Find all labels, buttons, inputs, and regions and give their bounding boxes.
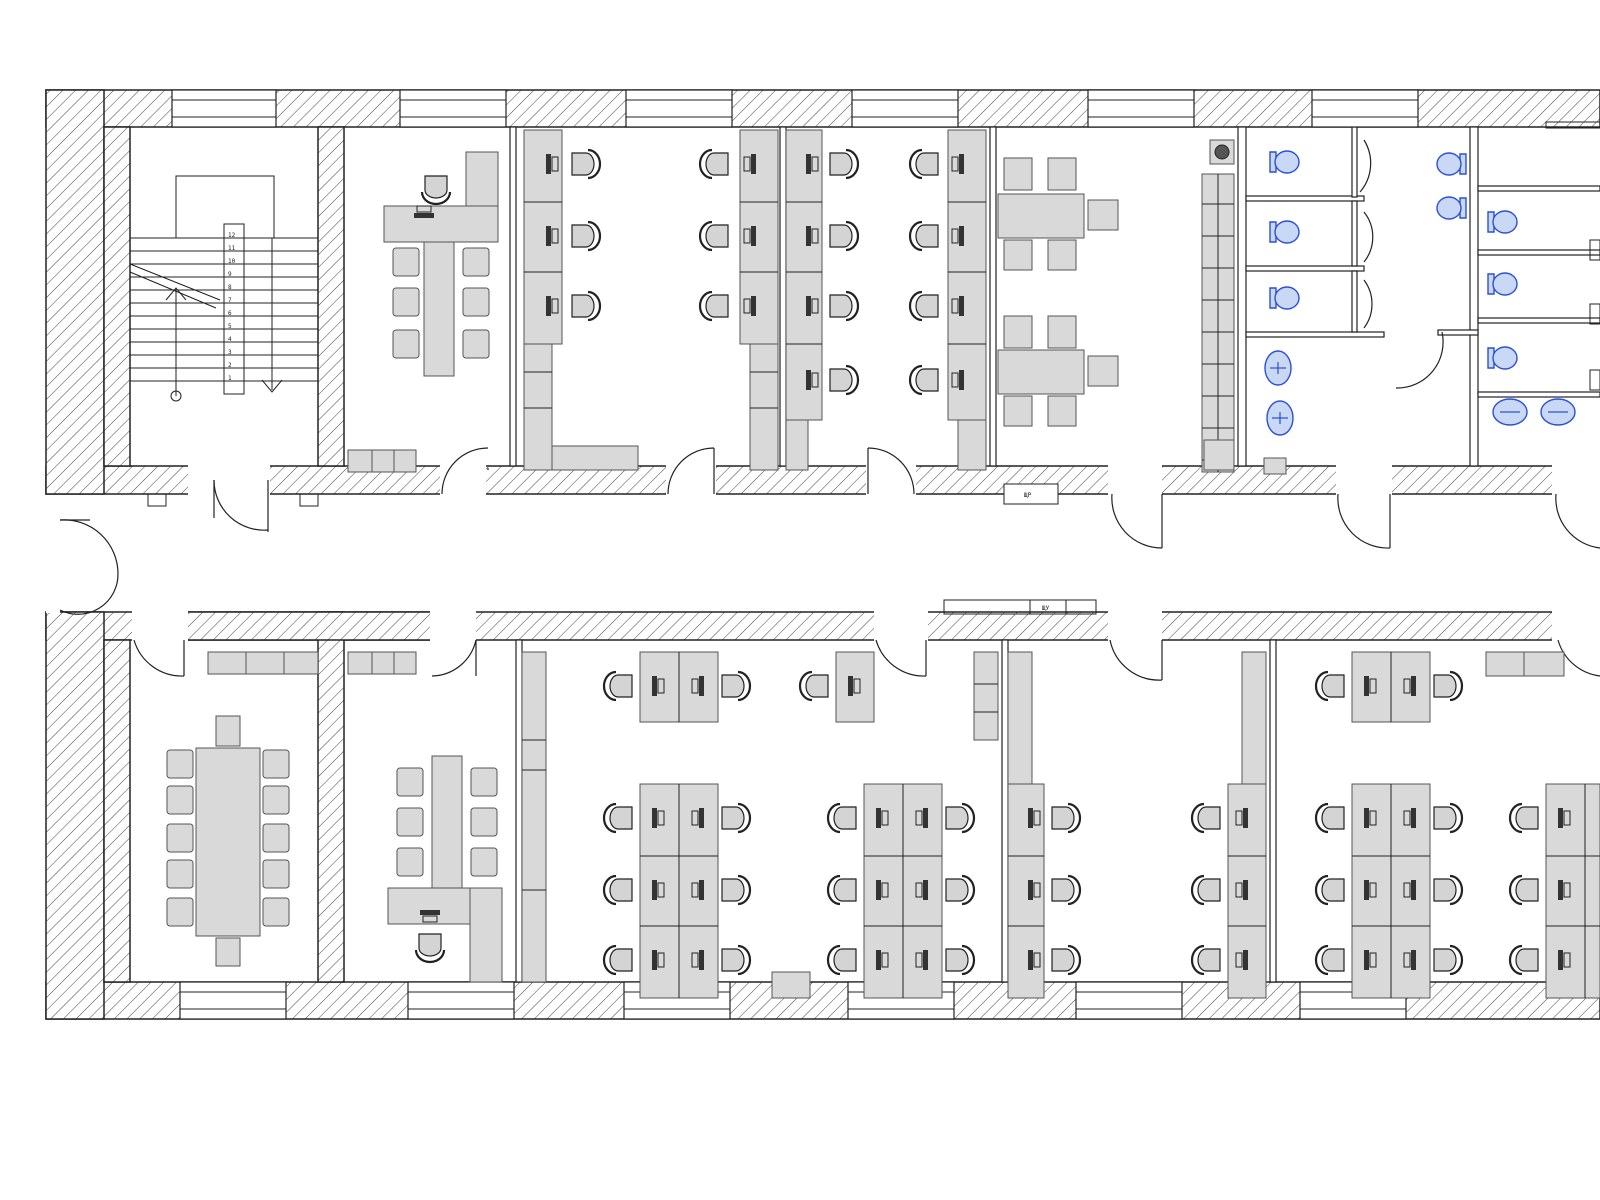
staircase: 12 11 10 9 8 7 6 5 4 3 2 1: [129, 175, 318, 402]
office-top-3: [785, 129, 987, 471]
stair-num: 12: [228, 232, 236, 239]
stair-num: 10: [228, 258, 236, 265]
stair-num: 5: [228, 323, 232, 330]
open-office-2: [1314, 651, 1600, 999]
office-top-2: [523, 129, 779, 471]
panel-label: ЩР: [1024, 492, 1032, 499]
stair-num: 4: [228, 336, 232, 343]
wc-right: [1487, 121, 1600, 426]
door-gaps: [46, 465, 1600, 641]
stair-num: 7: [228, 297, 232, 304]
wc-left: [1263, 150, 1467, 475]
stair-num: 6: [228, 310, 232, 317]
doors: [59, 139, 1600, 681]
stair-num: 3: [228, 349, 232, 356]
meeting-room: [166, 651, 417, 967]
lounge-top: ЩР: [997, 139, 1235, 505]
manager-office-bottom: [387, 755, 503, 983]
stair-num: 8: [228, 284, 232, 291]
open-office-1: [521, 651, 976, 999]
walls: [45, 89, 1600, 1020]
manager-office-top: [347, 151, 499, 473]
stair-num: 9: [228, 271, 232, 278]
office-bottom-3: [973, 651, 1267, 999]
partitions: [509, 126, 1600, 983]
stair-num: 11: [228, 245, 236, 252]
stair-num: 2: [228, 362, 232, 369]
stair-num: 1: [228, 375, 232, 382]
corridor-items: ЩУ: [147, 493, 1097, 615]
sign-label: ЩУ: [1042, 605, 1050, 612]
